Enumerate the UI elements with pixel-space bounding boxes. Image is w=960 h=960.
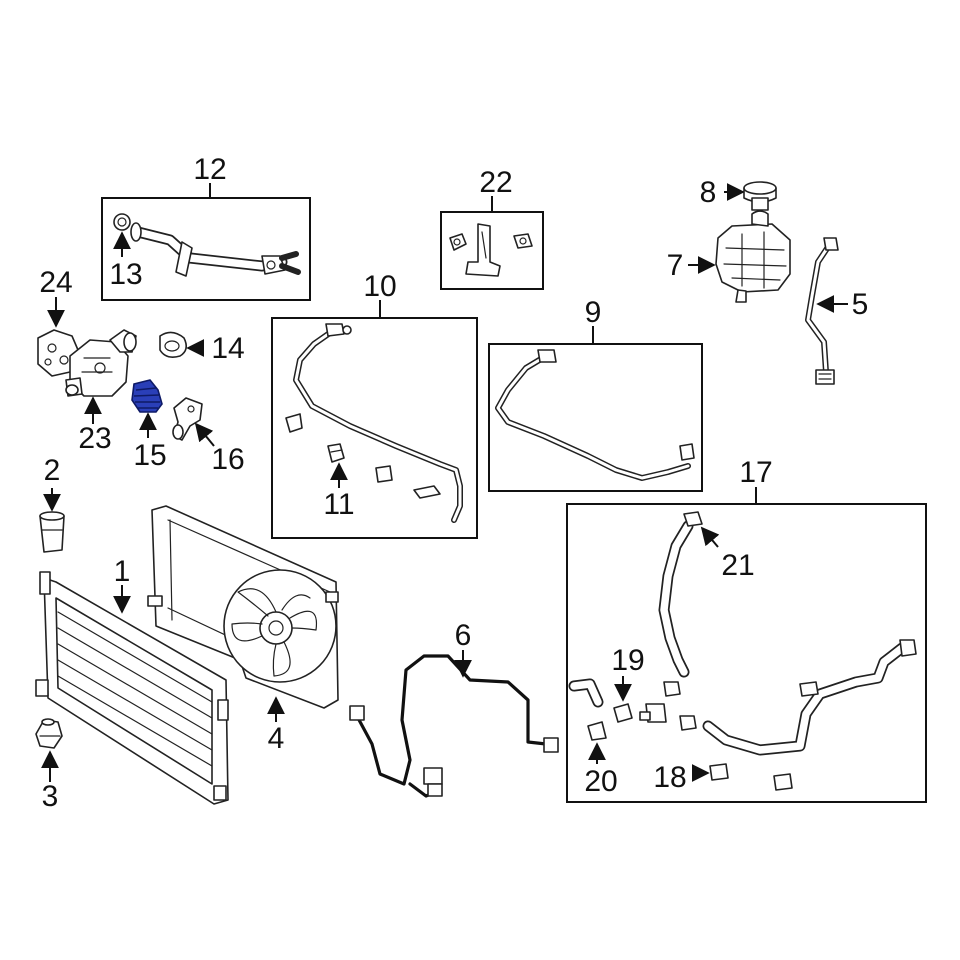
callout-7: 7 [667, 249, 684, 282]
clamp-19 [613, 703, 633, 723]
coolant-pipe-12 [130, 222, 301, 277]
clamp-20 [587, 721, 607, 741]
hose-assembly-17 [568, 520, 917, 791]
callout-16: 16 [211, 443, 244, 476]
callout-8: 8 [700, 176, 717, 209]
clip-11 [327, 443, 345, 463]
clamp-18 [709, 763, 729, 781]
bracket-22 [449, 223, 533, 277]
tank-hose-5 [805, 237, 839, 385]
mount-2 [39, 511, 65, 553]
hose-assembly-9 [495, 349, 695, 481]
mount-3 [35, 718, 63, 749]
hose-assembly-10 [285, 323, 463, 523]
callout-17: 17 [739, 456, 772, 489]
group-box-9 [488, 343, 703, 492]
callout-18: 18 [653, 761, 686, 794]
callout-11: 11 [323, 488, 354, 521]
fan-shroud-4 [147, 505, 339, 709]
thermostat-housing-23 [65, 329, 137, 397]
wiring-harness-6 [349, 654, 559, 798]
callout-2: 2 [44, 454, 61, 487]
callout-20: 20 [584, 765, 617, 798]
group-box-22 [440, 211, 544, 290]
group-box-10 [271, 317, 478, 539]
o-ring-13 [113, 213, 131, 231]
callout-1: 1 [114, 555, 131, 588]
gasket-14 [159, 331, 188, 358]
callout-15: 15 [133, 439, 166, 472]
callout-19: 19 [611, 644, 644, 677]
callout-9: 9 [585, 296, 602, 329]
callout-13: 13 [109, 258, 142, 291]
radiator-1 [35, 571, 229, 805]
expansion-tank-7 [715, 210, 791, 303]
callout-22: 22 [479, 166, 512, 199]
callout-10: 10 [363, 270, 396, 303]
reservoir-cap-8 [743, 181, 777, 211]
callout-14: 14 [211, 332, 244, 365]
callout-4: 4 [268, 722, 285, 755]
callout-6: 6 [455, 619, 472, 652]
callout-21: 21 [721, 549, 754, 582]
callout-3: 3 [42, 780, 59, 813]
callout-23: 23 [78, 422, 111, 455]
callout-12: 12 [193, 153, 226, 186]
clamp-21 [683, 511, 703, 527]
thermostat-15 [131, 379, 163, 413]
group-box-17 [566, 503, 927, 803]
callout-24: 24 [39, 266, 72, 299]
callout-5: 5 [852, 288, 869, 321]
group-box-12 [101, 197, 311, 301]
water-outlet-16 [172, 397, 203, 441]
